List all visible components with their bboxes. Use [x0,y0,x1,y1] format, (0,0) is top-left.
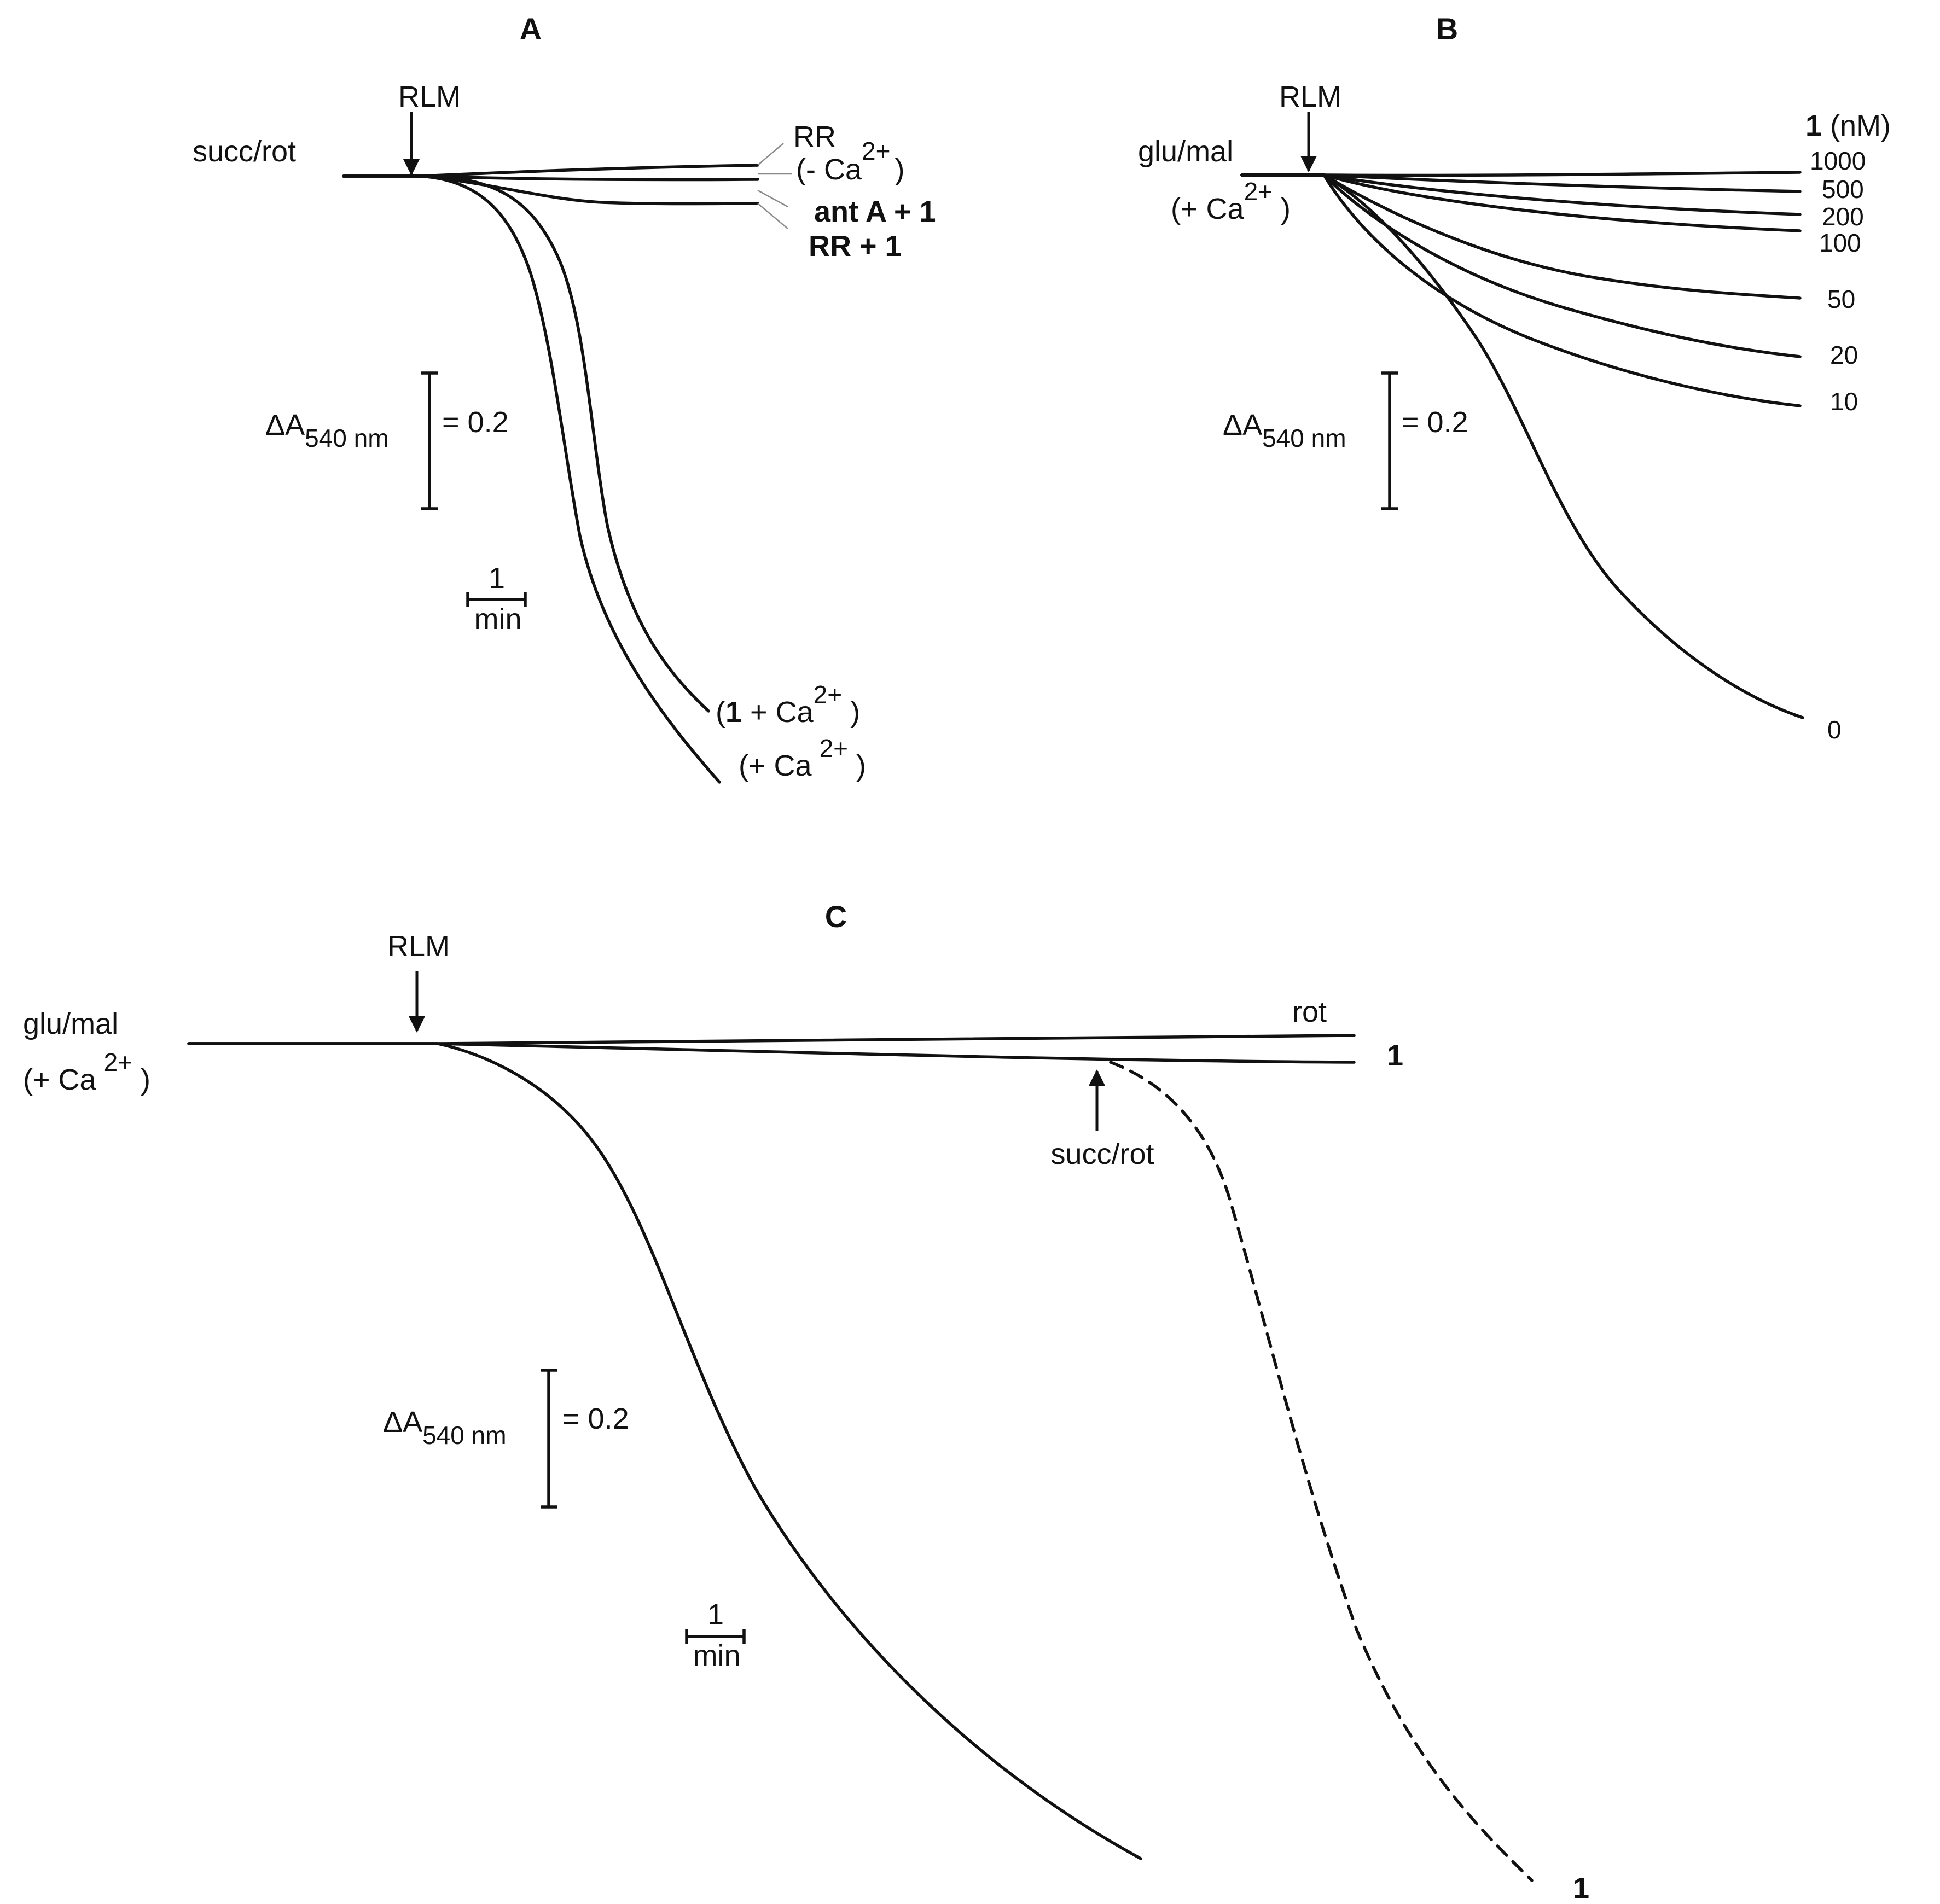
label-b-10: 10 [1830,387,1858,416]
panel-c-condition-close: ) [132,1063,150,1096]
trace-b-20 [1240,173,1802,358]
panel-b-legend-compound: 1 [1805,109,1822,142]
label-a-one-plus-ca-sup: 2+ [814,680,842,709]
panel-b-condition-label: (+ Ca2+ ) [1171,177,1291,225]
panel-b-condition-open: (+ Ca [1171,193,1245,225]
trace-b-200 [1240,173,1802,216]
label-a-antA-one: 1 [920,195,936,228]
label-a-antA-plus-1: ant A + 1 [814,195,936,228]
panel-b-title: B [1436,11,1458,46]
panel-b-substrate-label: glu/mal [1138,135,1233,168]
panel-b-rlm-label: RLM [1279,80,1341,113]
label-c-rot: rot [1292,995,1327,1028]
panel-c: C RLM glu/mal (+ Ca2+ ) succ/rot rot 1 1… [23,899,1589,1904]
label-a-minus-ca-sup: 2+ [862,137,890,165]
label-a-minus-ca: (- Ca2+) [796,137,904,186]
panel-b-scale-y-sub: 540 nm [1262,424,1346,452]
trace-c-one [187,1042,1356,1064]
label-a-rr-plus-one: 1 [885,230,902,263]
trace-b-10 [1240,173,1802,407]
label-a-one-plus-ca-close: ) [842,696,860,729]
panel-b-legend-title: 1 (nM) [1805,109,1891,142]
trace-a-plus-ca [342,174,721,784]
label-b-50: 50 [1827,285,1855,313]
leader-a-rr-plus [757,203,788,229]
label-b-0: 0 [1827,715,1842,744]
panel-a-scale-y: ΔA540 nm = 0.2 [265,371,509,510]
label-c-one: 1 [1387,1039,1403,1072]
label-c-dashed-one: 1 [1573,1872,1589,1904]
panel-c-scale-y: ΔA540 nm = 0.2 [383,1369,629,1509]
panel-a-scale-y-delta: ΔA [265,409,305,441]
panel-c-title: C [825,899,847,934]
leader-a-antA [757,189,788,208]
label-a-plus-ca-open: (+ Ca [739,749,812,782]
trace-b-1000 [1240,171,1802,177]
panel-a-scale-y-label: ΔA540 nm [265,409,389,452]
trace-c-one-succ-rot [1109,1061,1534,1882]
panel-c-rlm-label: RLM [387,930,450,963]
panel-a-title: A [520,11,542,46]
panel-c-scale-x: 1 min [685,1598,746,1672]
label-b-1000: 1000 [1810,147,1866,175]
panel-b: B RLM glu/mal (+ Ca2+ ) 1 (nM) 1000 500 … [1138,11,1891,744]
label-b-100: 100 [1819,229,1861,257]
label-a-one-plus-ca-one: 1 [725,696,742,729]
leader-a-rr [757,143,784,166]
panel-b-condition-close: ) [1273,193,1291,225]
label-b-200: 200 [1822,202,1864,231]
panel-b-scale-y: ΔA540 nm = 0.2 [1223,371,1468,510]
panel-c-scale-x-unit: min [693,1639,740,1672]
panel-b-scale-y-value: = 0.2 [1402,406,1468,439]
label-a-one-plus-ca-text: + Ca [742,696,814,729]
panel-c-condition-open: (+ Ca [23,1063,97,1096]
panel-b-scale-y-delta: ΔA [1223,409,1262,441]
panel-c-condition-label: (+ Ca2+ ) [23,1048,150,1096]
panel-a-scale-x-unit: min [474,603,521,636]
label-a-plus-ca: (+ Ca 2+ ) [739,734,866,782]
trace-c-rot [187,1034,1356,1045]
label-a-minus-ca-open: (- Ca [796,153,862,186]
panel-c-scale-x-value: 1 [707,1598,724,1631]
label-b-500: 500 [1822,175,1864,203]
label-a-one-plus-ca-open: ( [716,696,725,729]
panel-c-succ-rot-label: succ/rot [1050,1138,1154,1171]
panel-c-condition-sup: 2+ [104,1048,132,1076]
trace-c-control [187,1042,1142,1860]
panel-a-scale-y-value: = 0.2 [442,406,509,439]
panel-a-scale-x: 1 min [466,562,527,636]
trace-a-rr-minus-ca [342,164,759,178]
panel-c-scale-y-sub: 540 nm [422,1421,506,1449]
label-b-20: 20 [1830,341,1858,369]
label-a-rr-plus-text: RR + [809,230,885,263]
panel-a: A RLM succ/rot RR (- Ca2+) ant A + 1 RR … [193,11,936,784]
trace-a-rr-plus-1 [342,174,759,206]
panel-b-condition-sup: 2+ [1244,177,1273,206]
trace-b-500 [1240,173,1802,193]
panel-a-scale-y-sub: 540 nm [305,424,388,452]
panel-a-scale-x-value: 1 [489,562,505,595]
panel-a-rlm-label: RLM [398,80,461,113]
panel-c-scale-y-label: ΔA540 nm [383,1406,507,1449]
label-a-antA-text: ant A + [814,195,920,228]
trace-b-50 [1240,173,1802,300]
trace-b-0 [1240,173,1804,719]
panel-c-scale-y-delta: ΔA [383,1406,422,1439]
label-a-rr-plus-1: RR + 1 [809,230,902,263]
trace-b-100 [1240,173,1802,232]
panel-a-substrate-label: succ/rot [193,135,296,168]
panel-b-legend-unit: (nM) [1822,109,1891,142]
label-a-minus-ca-close: ) [895,153,904,186]
panel-c-scale-y-value: = 0.2 [562,1402,629,1435]
label-a-rr: RR [793,120,836,153]
trace-a-one-plus-ca [342,174,710,713]
label-a-plus-ca-close: ) [848,749,866,782]
label-a-plus-ca-sup: 2+ [820,734,848,762]
label-a-one-plus-ca: (1 + Ca2+ ) [716,680,860,729]
panel-c-substrate-label: glu/mal [23,1008,118,1040]
panel-b-scale-y-label: ΔA540 nm [1223,409,1346,452]
